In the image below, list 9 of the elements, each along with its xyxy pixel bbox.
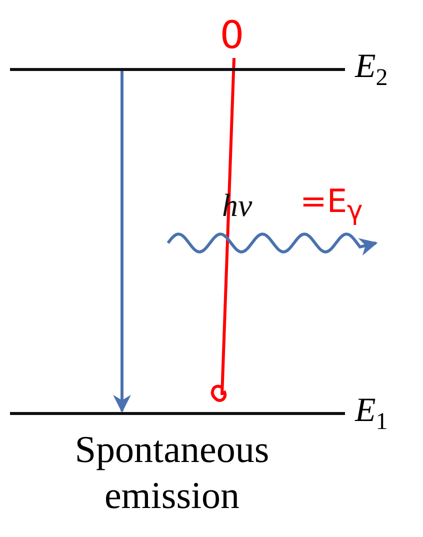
handwritten-note: =E$_{γ}$ [300,184,363,226]
energy-level-label: E$_{1}$ [355,394,388,434]
handwritten-mark: 0 [216,12,248,58]
caption: Spontaneous emission [74,428,270,519]
transition-arrow [113,71,131,413]
handwritten-line [210,56,236,402]
energy-level-line [10,412,345,415]
energy-level-label: E$_{2}$ [355,50,388,90]
energy-level-line [10,68,345,71]
